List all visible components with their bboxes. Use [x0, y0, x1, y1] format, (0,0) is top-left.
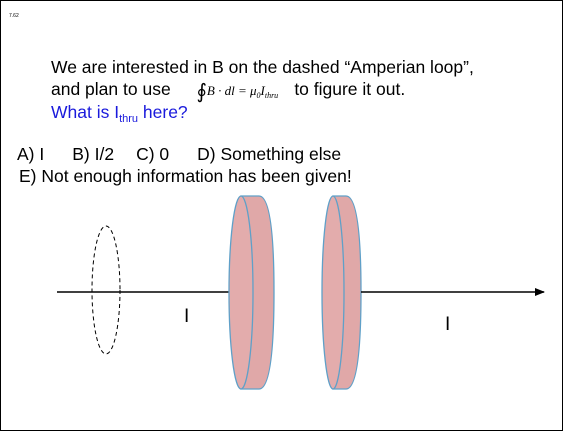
intro-line-2-prefix: and plan to use	[51, 79, 171, 99]
answer-e: E) Not enough information has been given…	[19, 166, 352, 186]
current-label-left: I	[184, 306, 189, 327]
question-suffix: here?	[138, 102, 188, 122]
eq-dot: ·	[214, 83, 225, 98]
eq-mu-subscript: 0	[256, 91, 261, 100]
left-capacitor-plate	[228, 195, 275, 390]
answer-row-1: A) I B) I/2 C) 0 D) Something else	[17, 144, 341, 165]
closed-integral-symbol: ∮	[196, 81, 207, 103]
amperes-law-equation: ∮B · dl = μ0Ithru	[196, 82, 281, 103]
answer-d: D) Something else	[197, 144, 342, 164]
answer-c: C) 0	[136, 144, 170, 164]
eq-current-subscript: thru	[264, 91, 279, 100]
amperian-loop	[91, 225, 121, 355]
question: What is Ithru here?	[51, 102, 188, 130]
intro-line-1: We are interested in B on the dashed “Am…	[51, 57, 474, 77]
right-capacitor-plate	[321, 195, 362, 390]
eq-equals-mu: = μ	[234, 83, 257, 98]
question-subscript: thru	[119, 113, 139, 125]
eq-b-vector: B	[206, 83, 215, 98]
question-prefix: What is I	[51, 102, 120, 122]
current-label-right: I	[445, 314, 450, 335]
intro-line-2-suffix: to figure it out.	[294, 79, 406, 99]
answer-b: B) I/2	[72, 144, 115, 164]
intro-line-2: and plan to use ∮B · dl = μ0Ithru to fig…	[51, 79, 405, 106]
eq-current: I	[260, 83, 265, 98]
slide-number: 7.62	[9, 13, 19, 19]
answer-a: A) I	[17, 144, 45, 164]
eq-dl-vector: dl	[224, 83, 235, 98]
